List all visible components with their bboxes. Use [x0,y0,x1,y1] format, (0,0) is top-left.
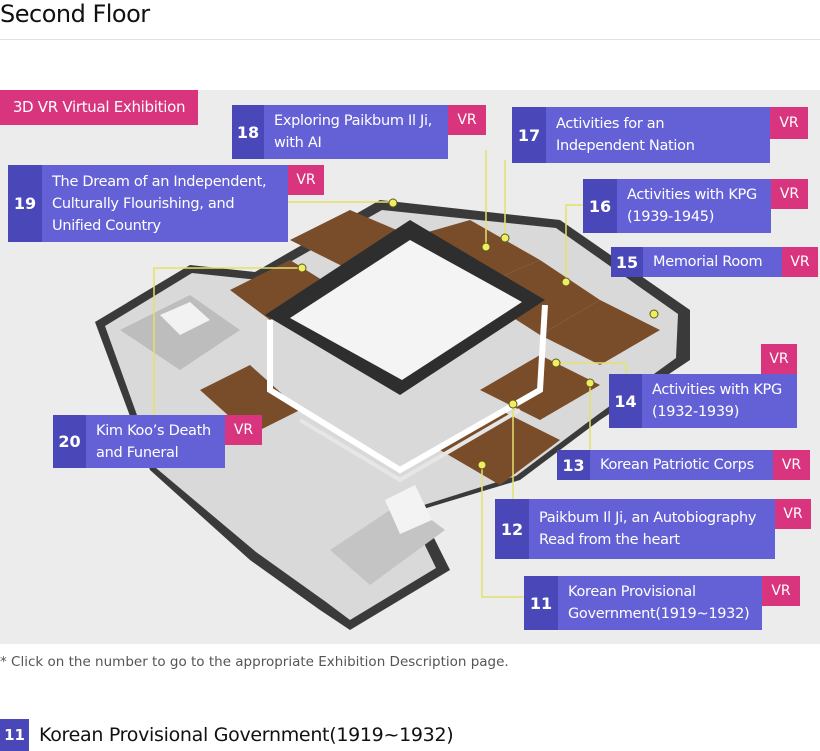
vr-button-18[interactable]: VR [448,105,486,135]
hotspot-number[interactable]: 13 [557,450,590,480]
leader-line-16 [565,204,583,280]
room-floor-20b [200,365,300,435]
vr-button-19[interactable]: VR [288,165,324,195]
section-title: Korean Provisional Government(1919~1932) [39,724,454,746]
title-divider [0,39,820,40]
page-title: Second Floor [0,0,150,28]
hotspot-number[interactable]: 17 [512,107,546,163]
map-dot-17 [500,233,510,243]
hotspot-14[interactable]: 14 Activities with KPG(1932-1939) [609,374,797,428]
hotspot-number[interactable]: 12 [495,499,529,559]
hotspot-label: The Dream of an Independent,Culturally F… [52,173,267,234]
vr-button-20[interactable]: VR [225,415,262,445]
map-dot-16 [561,277,571,287]
map-dot-18 [481,242,491,252]
vr-button-14[interactable]: VR [761,344,797,374]
map-dot-12 [508,399,518,409]
hotspot-13[interactable]: 13 Korean Patriotic Corps [557,450,773,480]
room-floor-15 [540,300,660,365]
hotspot-18[interactable]: 18 Exploring Paikbum Il Ji,with AI [232,105,448,159]
hotspot-number[interactable]: 14 [609,374,642,428]
hotspot-label: Memorial Room [653,254,763,270]
leader-line-11 [481,465,525,598]
inner-wall [267,304,548,474]
inner-wall-shade [298,408,522,483]
map-dot-20 [297,263,307,273]
hotspot-number[interactable]: 19 [8,165,42,242]
map-dot-13 [585,378,595,388]
room-floor-20a [230,260,330,320]
hotspot-16[interactable]: 16 Activities with KPG(1939-1945) [583,179,771,233]
instruction-note: * Click on the number to go to the appro… [0,654,509,670]
room-floor-12 [440,410,560,485]
hotspot-number[interactable]: 16 [583,179,617,233]
hotspot-number[interactable]: 18 [232,105,264,159]
map-dot-11 [477,460,487,470]
vr-button-15[interactable]: VR [782,247,818,277]
vr-button-17[interactable]: VR [770,107,808,139]
hotspot-number[interactable]: 11 [524,576,558,630]
hotspot-label: Activities with KPG(1939-1945) [627,187,757,225]
hotspot-19[interactable]: 19 The Dream of an Independent,Culturall… [8,165,288,242]
map-dot-19 [388,198,398,208]
hotspot-label: Exploring Paikbum Il Ji,with AI [274,113,432,151]
section-number: 11 [0,719,29,751]
hotspot-label: Activities with KPG(1932-1939) [652,382,782,420]
vr-button-16[interactable]: VR [771,179,808,209]
vr-button-11[interactable]: VR [762,576,800,606]
floor-plan-illustration [95,150,690,630]
vr-button-13[interactable]: VR [773,450,810,480]
map-dot-15 [649,309,659,319]
floor-map: 3D VR Virtual Exhibition 18 Exploring Pa… [0,90,820,644]
hotspot-label: Korean Patriotic Corps [600,457,754,473]
hotspot-number[interactable]: 15 [611,247,643,277]
map-dot-14 [551,358,561,368]
hotspot-number[interactable]: 20 [53,415,86,468]
vr-exhibition-badge[interactable]: 3D VR Virtual Exhibition [0,90,198,125]
leader-line-20 [153,267,302,415]
stair-shaft-left [160,302,210,335]
vr-button-12[interactable]: VR [775,499,811,529]
stair-shaft-bottom [385,485,432,534]
courtyard [290,240,522,380]
hotspot-15[interactable]: 15 Memorial Room [611,247,782,277]
section-heading: 11 Korean Provisional Government(1919~19… [0,719,454,751]
